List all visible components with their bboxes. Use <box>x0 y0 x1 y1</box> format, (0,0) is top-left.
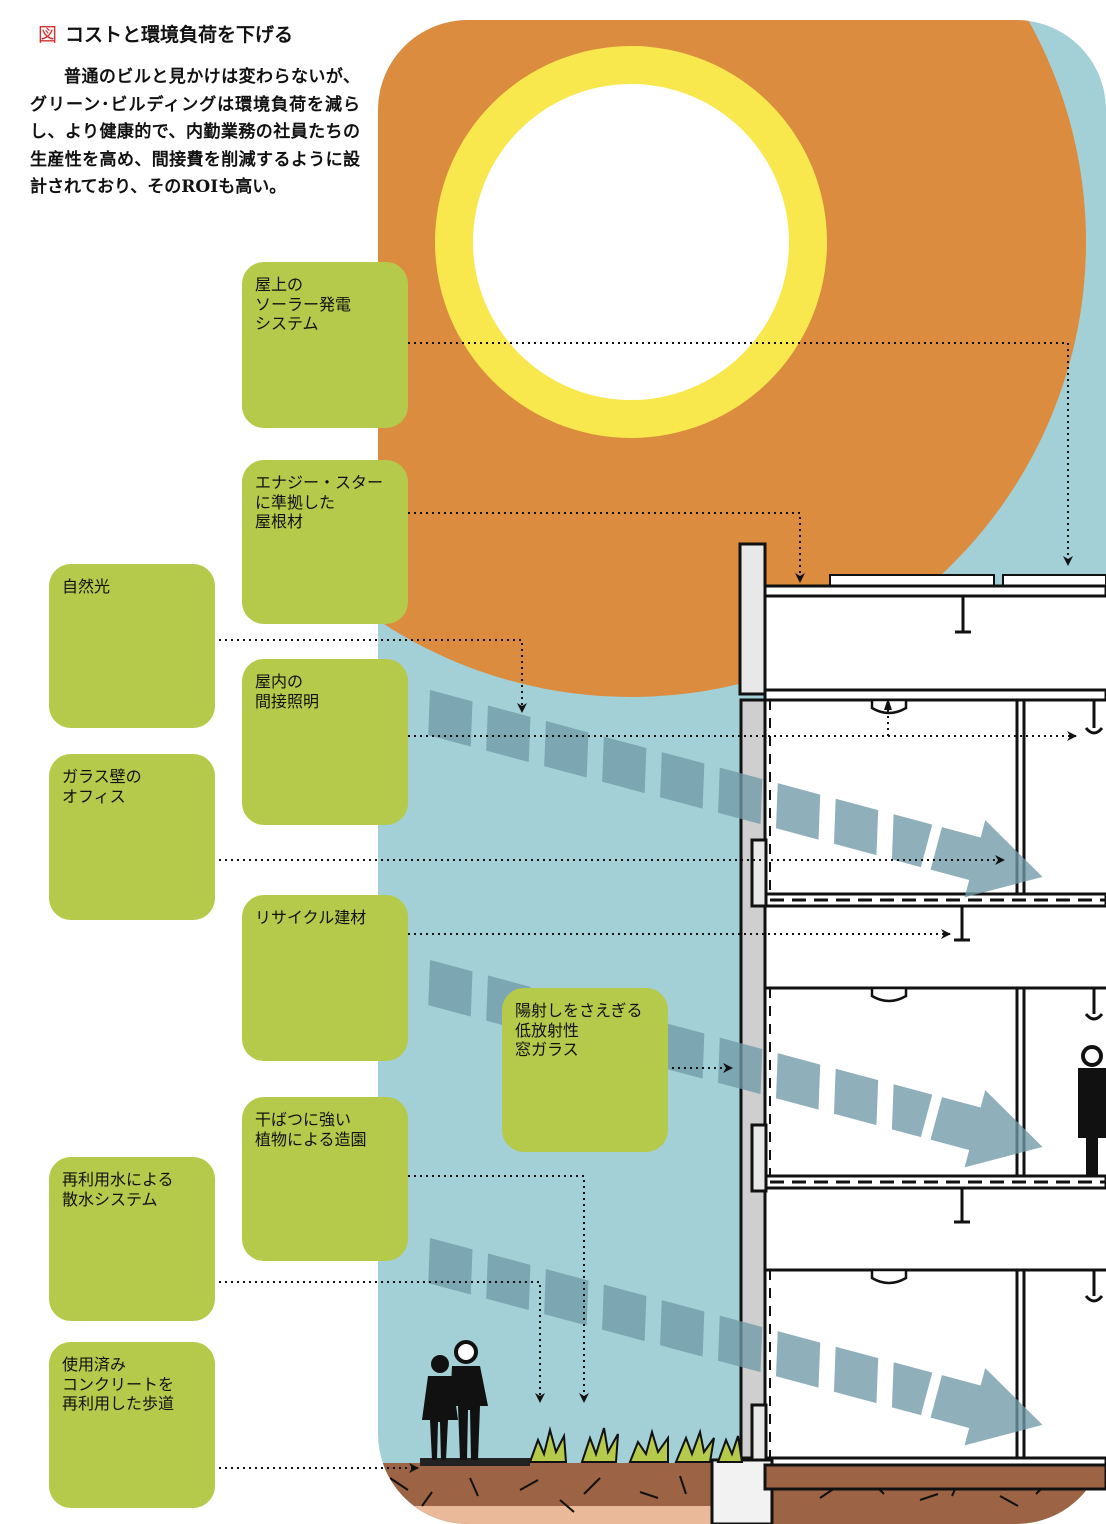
label-glass-office: ガラス壁の オフィス <box>49 754 215 920</box>
office-worker-figure <box>1078 1045 1106 1176</box>
intro-paragraph: 普通のビルと見かけは変わらないが、グリーン･ビルディングは環境負荷を減らし、より… <box>30 67 360 197</box>
label-drought-landscape: 干ばつに強い 植物による造園 <box>242 1097 408 1261</box>
label-low-e-glass: 陽射しをさえぎる 低放射性 窓ガラス <box>502 988 668 1152</box>
solar-panel <box>1002 574 1106 587</box>
figure-title: 図コストと環境負荷を下げる <box>38 20 293 47</box>
label-rooftop-solar: 屋上の ソーラー発電 システム <box>242 262 408 428</box>
drought-tolerant-plants <box>528 1426 744 1463</box>
label-recycled-material: リサイクル建材 <box>242 895 408 1061</box>
solar-panel <box>829 574 995 587</box>
label-indirect-lighting: 屋内の 間接照明 <box>242 659 408 825</box>
building-section <box>710 542 1106 1524</box>
label-natural-light: 自然光 <box>49 564 215 728</box>
foundation <box>710 1458 774 1524</box>
figure-mark: 図 <box>38 24 58 46</box>
figure-title-text: コストと環境負荷を下げる <box>65 24 294 46</box>
concrete-wall <box>738 542 767 696</box>
label-energy-star-roof: エナジー・スター に準拠した 屋根材 <box>242 460 408 624</box>
sun-core <box>473 84 789 400</box>
leader-lines <box>213 342 1077 1473</box>
recycled-concrete-walkway <box>420 1458 530 1466</box>
pedestrian-couple <box>422 1340 488 1460</box>
label-reuse-water: 再利用水による 散水システム <box>49 1157 215 1321</box>
label-recycled-concrete: 使用済み コンクリートを 再利用した歩道 <box>49 1342 215 1508</box>
